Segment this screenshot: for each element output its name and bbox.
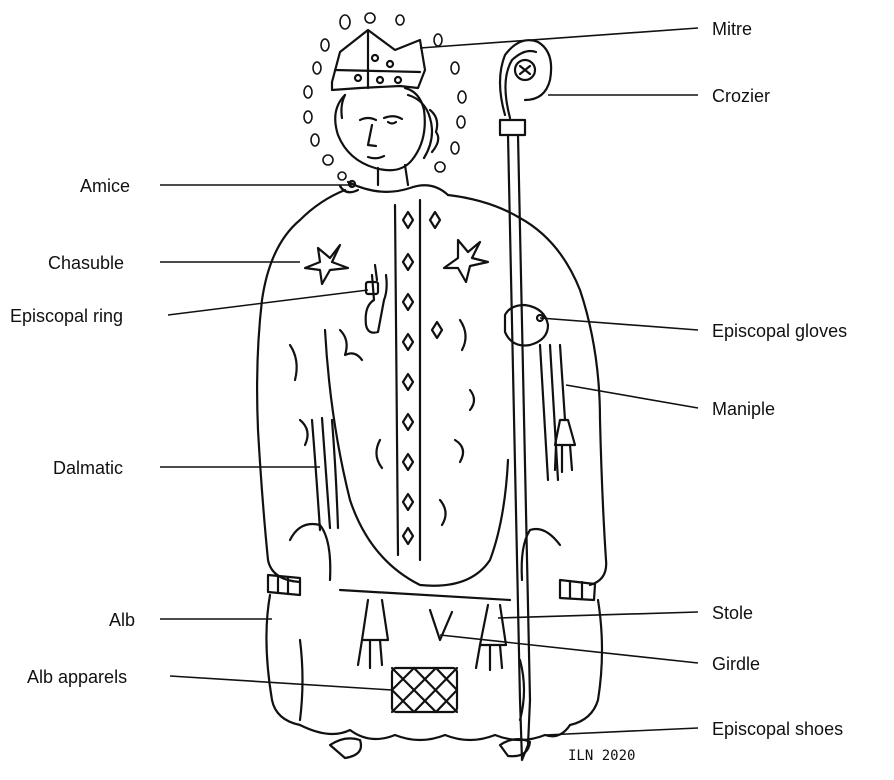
leader-maniple: [566, 385, 698, 408]
head: [335, 88, 438, 185]
chasuble: [257, 190, 606, 586]
mitre: [332, 30, 425, 90]
label-episcopal-ring: Episcopal ring: [10, 306, 123, 326]
label-chasuble: Chasuble: [48, 253, 124, 273]
label-alb: Alb: [109, 610, 135, 630]
stole: [358, 600, 506, 670]
amice: [340, 181, 448, 195]
label-episcopal-shoes: Episcopal shoes: [712, 719, 843, 739]
label-maniple: Maniple: [712, 399, 775, 419]
halo: [304, 13, 466, 180]
shoes: [330, 738, 530, 758]
label-stole: Stole: [712, 603, 753, 623]
label-mitre: Mitre: [712, 19, 752, 39]
bishop-illustration: ILN 2020: [257, 13, 635, 764]
maniple: [540, 345, 575, 480]
blessing-hand: [366, 265, 387, 333]
label-amice: Amice: [80, 176, 130, 196]
label-dalmatic: Dalmatic: [53, 458, 123, 478]
label-episcopal-gloves: Episcopal gloves: [712, 321, 847, 341]
leader-episcopal-gloves: [540, 318, 698, 330]
alb-apparel: [392, 668, 457, 712]
label-girdle: Girdle: [712, 654, 760, 674]
artist-signature: ILN 2020: [568, 748, 635, 764]
leader-episcopal-ring: [168, 290, 368, 315]
leader-alb-apparels: [170, 676, 392, 690]
label-alb-apparels: Alb apparels: [27, 667, 127, 687]
label-crozier: Crozier: [712, 86, 770, 106]
leader-lines: [160, 28, 698, 735]
labels: Mitre Crozier Amice Chasuble Episcopal r…: [10, 19, 847, 739]
leader-mitre: [420, 28, 698, 48]
